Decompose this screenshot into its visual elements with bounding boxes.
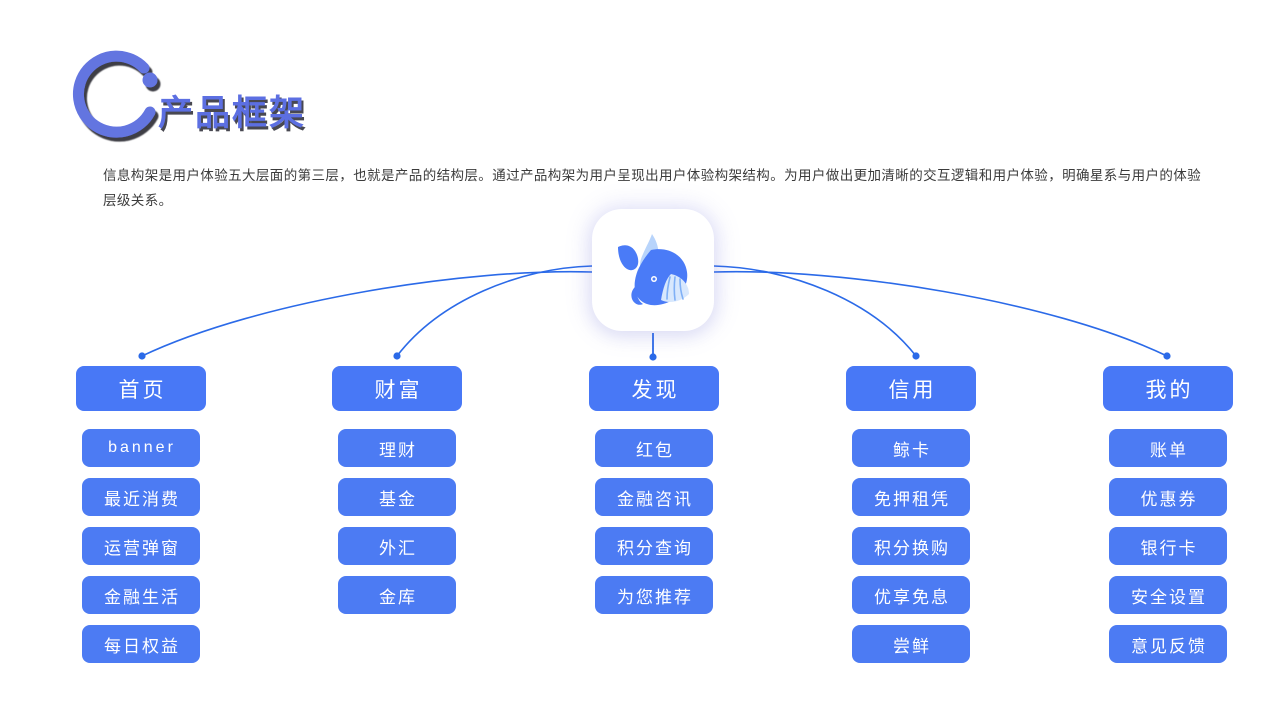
sub-item-button[interactable]: 鲸卡 — [852, 429, 970, 467]
c-arc-logo-icon — [58, 48, 176, 143]
sub-item-button[interactable]: 账单 — [1109, 429, 1227, 467]
sub-item-button[interactable]: 积分换购 — [852, 527, 970, 565]
sub-item-button[interactable]: 金融生活 — [82, 576, 200, 614]
category-columns: 首页 banner 最近消费 运营弹窗 金融生活 每日权益 财富 理财 基金 外… — [0, 366, 1280, 696]
sub-item-button[interactable]: 金库 — [338, 576, 456, 614]
sub-item-button[interactable]: 为您推荐 — [595, 576, 713, 614]
sub-item-button[interactable]: 银行卡 — [1109, 527, 1227, 565]
sub-item-button[interactable]: 安全设置 — [1109, 576, 1227, 614]
sub-item-button[interactable]: 尝鲜 — [852, 625, 970, 663]
sub-item-button[interactable]: 运营弹窗 — [82, 527, 200, 565]
sub-item-button[interactable]: 意见反馈 — [1109, 625, 1227, 663]
sub-item-button[interactable]: 红包 — [595, 429, 713, 467]
column-mine: 我的 账单 优惠券 银行卡 安全设置 意见反馈 — [1103, 366, 1233, 674]
page-title: 产品框架 — [158, 94, 307, 133]
category-button-mine[interactable]: 我的 — [1103, 366, 1233, 411]
sub-item-button[interactable]: 积分查询 — [595, 527, 713, 565]
sub-item-button[interactable]: 优享免息 — [852, 576, 970, 614]
sub-item-button[interactable]: 免押租凭 — [852, 478, 970, 516]
column-home: 首页 banner 最近消费 运营弹窗 金融生活 每日权益 — [76, 366, 206, 674]
whale-app-icon[interactable] — [592, 209, 714, 331]
column-discover: 发现 红包 金融咨讯 积分查询 为您推荐 — [589, 366, 719, 625]
category-button-home[interactable]: 首页 — [76, 366, 206, 411]
sub-item-button[interactable]: 金融咨讯 — [595, 478, 713, 516]
category-button-credit[interactable]: 信用 — [846, 366, 976, 411]
column-wealth: 财富 理财 基金 外汇 金库 — [332, 366, 462, 625]
category-button-discover[interactable]: 发现 — [589, 366, 719, 411]
sub-item-button[interactable]: 最近消费 — [82, 478, 200, 516]
category-button-wealth[interactable]: 财富 — [332, 366, 462, 411]
column-credit: 信用 鲸卡 免押租凭 积分换购 优享免息 尝鲜 — [846, 366, 976, 674]
sub-item-button[interactable]: banner — [82, 429, 200, 467]
sub-item-button[interactable]: 优惠券 — [1109, 478, 1227, 516]
sub-item-button[interactable]: 外汇 — [338, 527, 456, 565]
sub-item-button[interactable]: 理财 — [338, 429, 456, 467]
sub-item-button[interactable]: 基金 — [338, 478, 456, 516]
sub-item-button[interactable]: 每日权益 — [82, 625, 200, 663]
intro-paragraph: 信息构架是用户体验五大层面的第三层，也就是产品的结构层。通过产品构架为用户呈现出… — [103, 168, 1202, 208]
header: 产品框架 信息构架是用户体验五大层面的第三层，也就是产品的结构层。通过产品构架为… — [0, 0, 1280, 208]
